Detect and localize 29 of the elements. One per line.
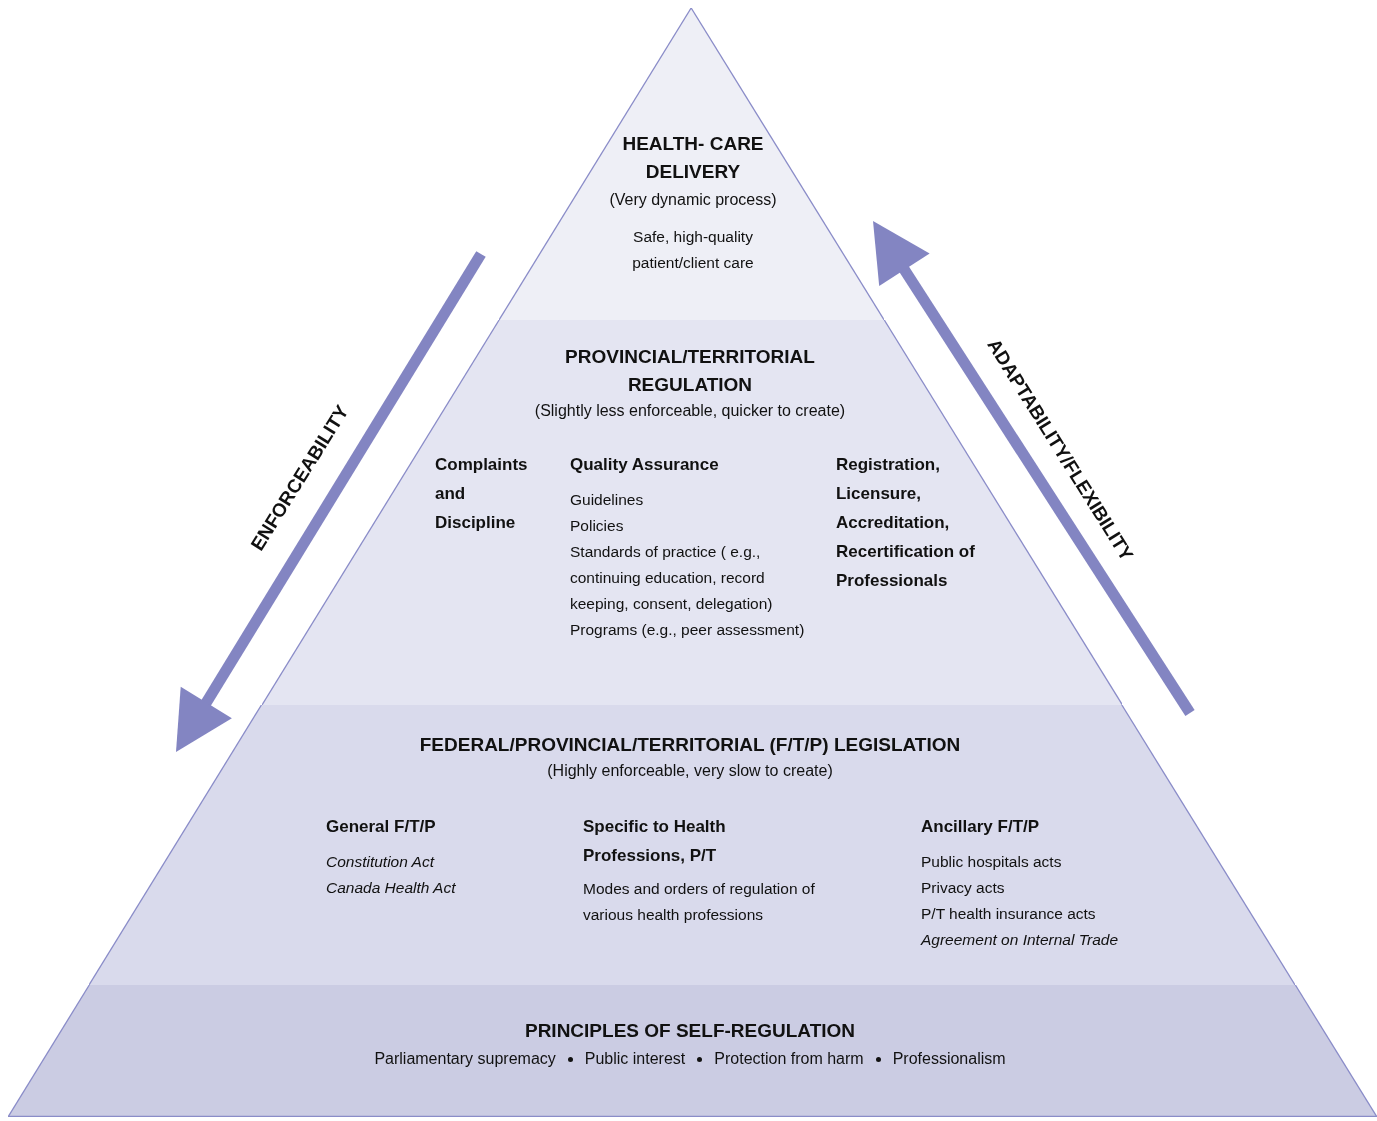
body-text: Safe, high-quality patient/client care — [631, 227, 755, 273]
tier-subtitle: (Highly enforceable, very slow to create) — [547, 761, 833, 781]
act-title: Canada Health Act — [326, 878, 456, 898]
section-heading: Specific to Health Professions, P/T — [583, 816, 727, 867]
principle-text: Professionalism — [892, 1050, 1006, 1067]
tier-heading: PROVINCIAL/TERRITORIAL REGULATION — [564, 345, 816, 397]
tier-subtitle: (Very dynamic process) — [609, 190, 777, 210]
section-heading: Registration, Licensure, Accreditation, Recertification of Professionals — [836, 454, 976, 592]
body-text: Policies — [570, 516, 624, 536]
tier-heading: FEDERAL/PROVINCIAL/TERRITORIAL (F/T/P) LEGISLATION — [419, 733, 961, 757]
body-text: Privacy acts — [921, 878, 1005, 898]
tier-heading: HEALTH- CARE DELIVERY — [621, 132, 765, 184]
section-heading: Ancillary F/T/P — [921, 816, 1040, 838]
body-text: Public hospitals acts — [921, 852, 1062, 872]
principle-text: Parliamentary supremacy — [374, 1050, 556, 1067]
body-text: Guidelines — [570, 490, 644, 510]
principle-text: Public interest — [584, 1050, 686, 1067]
tier-subtitle: (Slightly less enforceable, quicker to create) — [534, 401, 846, 421]
principle-text: Protection from harm — [714, 1050, 864, 1067]
body-text: Modes and orders of regulation of various health professions — [583, 879, 816, 925]
body-text: P/T health insurance acts — [921, 904, 1096, 924]
act-title: Constitution Act — [326, 852, 434, 872]
section-heading: Quality Assurance — [570, 454, 719, 476]
body-text: Programs (e.g., peer assessment) — [570, 620, 805, 640]
tier-heading: PRINCIPLES OF SELF-REGULATION — [524, 1019, 855, 1043]
section-heading: Complaints and Discipline — [435, 454, 529, 534]
act-title: Agreement on Internal Trade — [921, 930, 1118, 950]
section-heading: General F/T/P — [326, 816, 436, 838]
body-text: Standards of practice ( e.g., continuing education, record keeping, consent, delegation) — [570, 542, 774, 614]
